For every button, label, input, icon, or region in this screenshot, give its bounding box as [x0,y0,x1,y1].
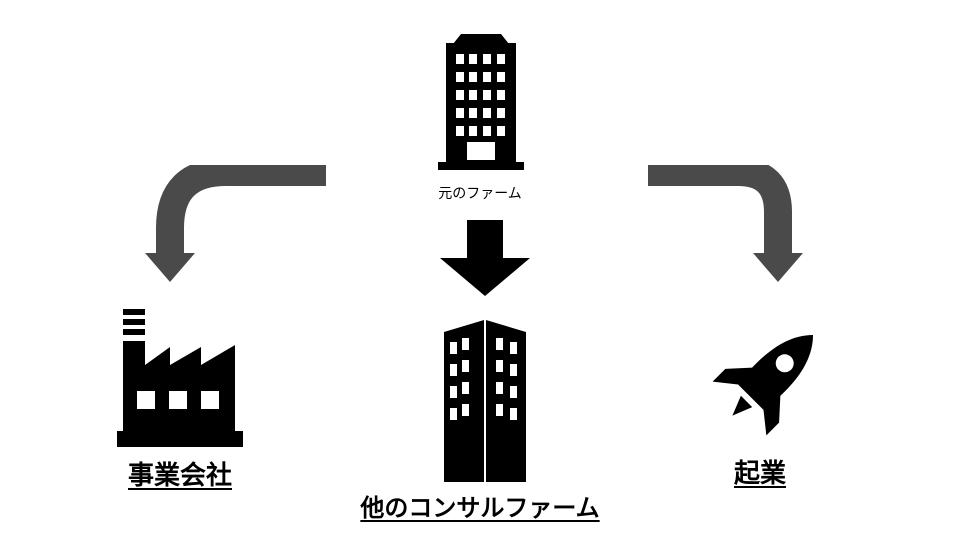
factory-icon [117,309,243,447]
arrow-to-consulting [440,220,530,296]
destination-label-company: 事業会社 [127,461,232,491]
destination-label-consulting: 他のコンサルファーム [360,494,600,522]
skyscraper-icon [444,320,526,482]
destination-label-startup: 起業 [733,459,786,489]
arrow-to-startup [648,165,803,282]
arrow-to-company [145,165,326,282]
office-building-icon [438,34,524,170]
rocket-icon [712,334,814,436]
origin-label: 元のファーム [438,186,522,202]
